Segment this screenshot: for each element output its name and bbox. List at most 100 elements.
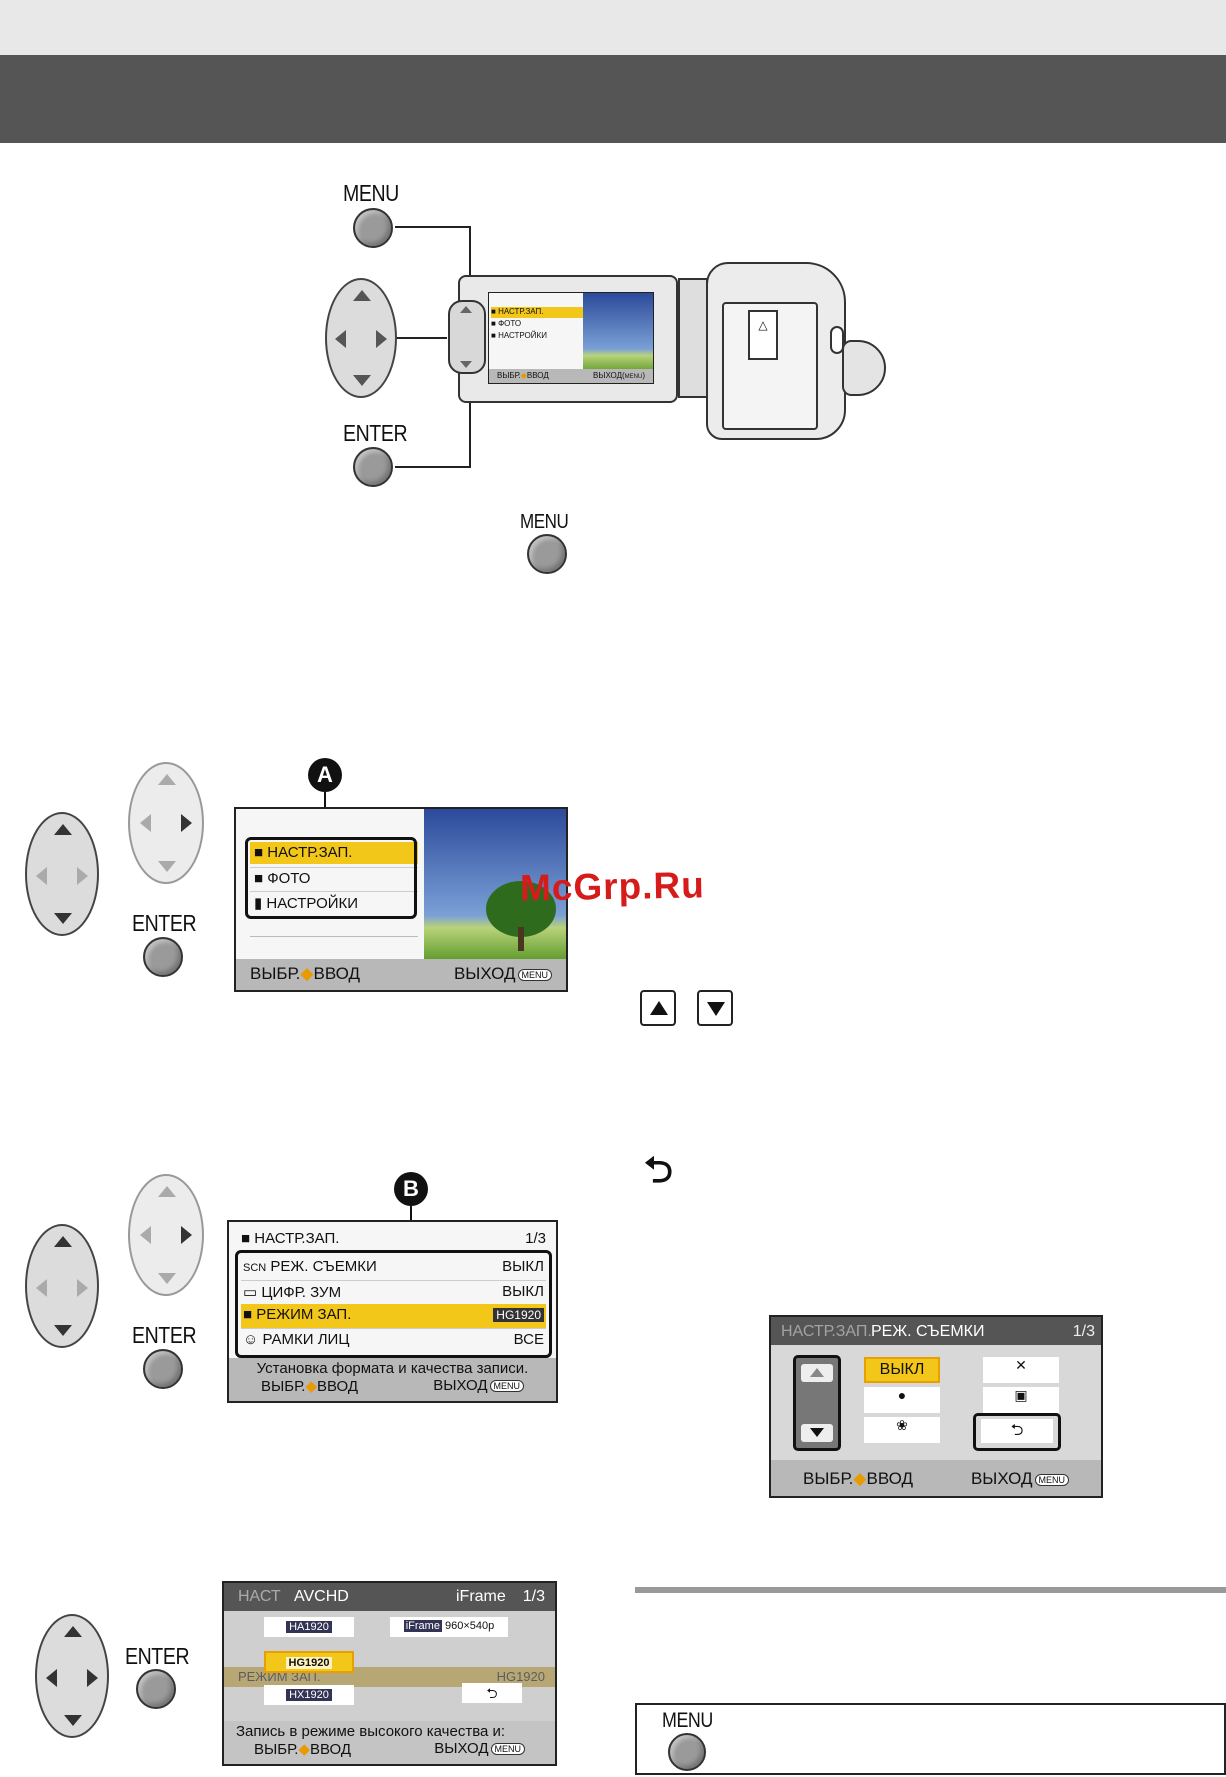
down-arrow-icon	[353, 375, 371, 386]
spotlight-icon[interactable]: ▣	[983, 1387, 1059, 1413]
menu-step-button[interactable]	[527, 534, 567, 574]
option-ha1920[interactable]: HA1920	[264, 1617, 354, 1637]
return-button-icon[interactable]: ⮌	[981, 1419, 1053, 1443]
highlight-frame-a	[245, 837, 417, 919]
menu-button-label: MENU	[343, 180, 399, 206]
enter-connector-v	[469, 380, 471, 468]
section-header-bar	[0, 55, 1226, 143]
left-arrow-icon	[335, 330, 346, 348]
menu-note-box: MENU	[635, 1703, 1226, 1775]
pad-select[interactable]	[25, 812, 99, 936]
highlight-frame-b	[235, 1250, 552, 1358]
sports-icon[interactable]: ✕	[983, 1357, 1059, 1383]
right-arrow-icon	[376, 330, 387, 348]
return-frame	[973, 1413, 1061, 1451]
rec-icon: ■	[243, 1306, 253, 1323]
pad-select-c[interactable]	[35, 1614, 109, 1738]
menu-step-label: MENU	[520, 511, 569, 533]
watermark: McGrp.Ru	[519, 864, 706, 909]
direction-pad[interactable]	[325, 278, 397, 398]
enter-connector	[395, 466, 471, 468]
record-button[interactable]	[830, 326, 844, 354]
up-arrow-icon	[54, 1236, 72, 1247]
menu-connector	[395, 226, 471, 228]
up-button-icon[interactable]	[640, 990, 676, 1026]
pad-connector	[397, 337, 447, 339]
down-arrow-icon	[54, 1325, 72, 1336]
marker-a: A	[308, 758, 342, 792]
preview-image	[583, 293, 653, 373]
right-arrow-icon	[181, 814, 192, 832]
zoom-icon: ▭	[243, 1284, 258, 1301]
scroll-up-button[interactable]	[801, 1364, 833, 1382]
portrait-icon[interactable]: ●	[864, 1387, 940, 1413]
option-hx1920[interactable]: HX1920	[264, 1685, 354, 1705]
camera-hinge	[678, 278, 708, 398]
right-arrow-icon	[181, 1226, 192, 1244]
eject-icon: △	[748, 310, 778, 360]
preview-image-a	[424, 809, 566, 961]
screen-b-footer: Установка формата и качества записи. ВЫБ…	[229, 1358, 556, 1401]
option-hg1920[interactable]: HG1920	[264, 1651, 354, 1673]
soft-skin-icon[interactable]: ❀	[864, 1417, 940, 1443]
camera-menu-item-2: ■ НАСТРОЙКИ	[491, 331, 547, 340]
marker-b: B	[394, 1172, 428, 1206]
return-icon: ⮌	[644, 1149, 673, 1190]
scroll-buttons-frame	[793, 1355, 841, 1451]
enter-label-b: ENTER	[132, 1322, 197, 1348]
camera-strap	[842, 340, 886, 396]
face-icon: ☺	[243, 1331, 259, 1348]
menu-item-setup[interactable]: ▮ НАСТРОЙКИ	[250, 891, 418, 913]
scroll-down-button[interactable]	[801, 1424, 833, 1442]
screen-a: ■ НАСТР.ЗАП. ■ ФОТО ▮ НАСТРОЙКИ ВЫБР.◆ВВ…	[234, 807, 568, 992]
section-separator	[635, 1587, 1226, 1593]
up-arrow-icon	[64, 1626, 82, 1637]
down-arrow-icon	[64, 1715, 82, 1726]
option-iframe[interactable]: iFrame 960×540p	[390, 1617, 508, 1637]
camera-body: △	[706, 262, 846, 440]
enter-label-c: ENTER	[125, 1643, 190, 1669]
enter-button-c[interactable]	[136, 1669, 176, 1709]
return-button-icon[interactable]: ⮌	[462, 1683, 522, 1703]
down-arrow-icon	[54, 913, 72, 924]
menu-item-record-settings[interactable]: ■ НАСТР.ЗАП.	[250, 842, 418, 864]
camera-screen-footer: ВЫБР.◆ВВОД ВЫХОД(MENU)	[489, 369, 653, 383]
enter-button[interactable]	[353, 447, 393, 487]
screen-b-header: ■ НАСТР.ЗАП.1/3	[241, 1230, 546, 1247]
menu-note-label: MENU	[662, 1709, 713, 1732]
format-footer: Запись в режиме высокого качества и: ВЫБ…	[224, 1721, 555, 1764]
up-arrow-icon	[54, 824, 72, 835]
right-arrow-icon	[87, 1669, 98, 1687]
enter-button-a[interactable]	[143, 937, 183, 977]
up-arrow-icon	[353, 290, 371, 301]
left-arrow-icon	[46, 1669, 57, 1687]
pad-up-down-faded	[128, 762, 204, 884]
enter-button-b[interactable]	[143, 1349, 183, 1389]
scene-off-button[interactable]: ВЫКЛ	[864, 1357, 940, 1383]
menu-item-photo[interactable]: ■ ФОТО	[250, 867, 418, 889]
camera-menu-item-0: ■ НАСТР.ЗАП.	[491, 307, 583, 318]
camera-menu-item-1: ■ ФОТО	[491, 319, 522, 328]
pad-select-b[interactable]	[25, 1224, 99, 1348]
menu-note-button[interactable]	[668, 1733, 706, 1771]
panel-control-pad	[448, 300, 486, 374]
enter-label-a: ENTER	[132, 910, 197, 936]
top-strip	[0, 0, 1226, 55]
menu-connector-v	[469, 226, 471, 290]
menu-button[interactable]	[353, 208, 393, 248]
pad-up-down-faded-b	[128, 1174, 204, 1296]
down-button-icon[interactable]	[697, 990, 733, 1026]
camera-lcd-screen: ■ НАСТР.ЗАП. ■ ФОТО ■ НАСТРОЙКИ ВЫБР.◆ВВ…	[488, 292, 654, 384]
enter-button-label: ENTER	[343, 420, 408, 446]
row-rec-mode[interactable]: ■ РЕЖИМ ЗАП.HG1920	[241, 1304, 546, 1328]
